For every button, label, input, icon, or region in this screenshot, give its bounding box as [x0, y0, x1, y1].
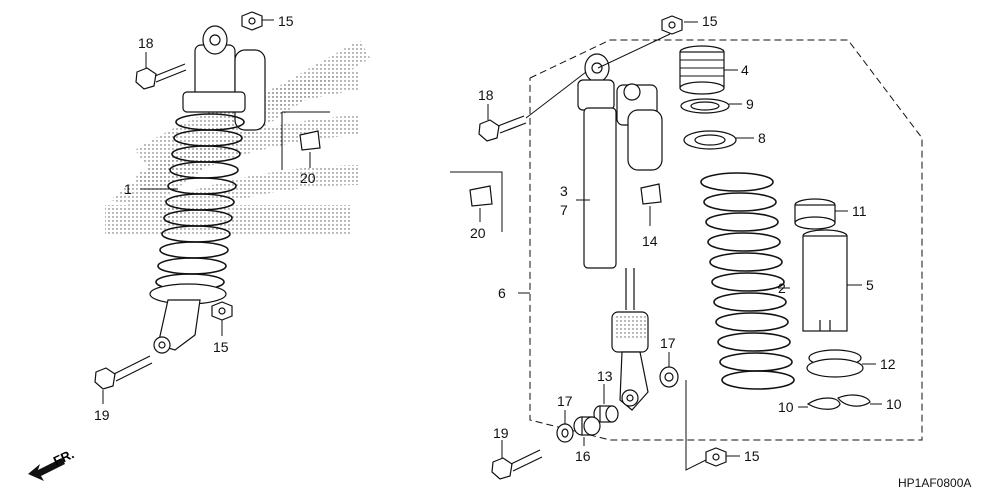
- callout-14: 14: [642, 233, 658, 249]
- callout-15: 15: [213, 339, 229, 355]
- assembly-boundary: [529, 39, 923, 441]
- flange-nut-bottom-right[interactable]: [705, 447, 727, 467]
- caution-label-right[interactable]: [469, 185, 493, 207]
- callout-8: 8: [758, 130, 766, 146]
- flange-bolt-bottom-right[interactable]: [491, 449, 543, 480]
- callout-12: 12: [880, 356, 896, 372]
- bushing-16[interactable]: [573, 416, 601, 436]
- callout-5: 5: [866, 277, 874, 293]
- caution-label-14[interactable]: [640, 183, 662, 205]
- callout-19: 19: [94, 407, 110, 423]
- lock-nut[interactable]: [680, 98, 730, 114]
- callout-20: 20: [470, 225, 486, 241]
- front-direction-indicator: FR.: [28, 446, 76, 481]
- dust-seal-17-left[interactable]: [556, 423, 574, 443]
- shock-spring[interactable]: [700, 172, 795, 390]
- shock-damper-body[interactable]: [577, 53, 663, 411]
- stopper-ring-right[interactable]: [837, 394, 871, 407]
- flange-bolt-bottom-left[interactable]: [94, 355, 153, 390]
- dust-guard-tube[interactable]: [802, 229, 848, 332]
- callout-17: 17: [557, 393, 573, 409]
- adjuster-nut[interactable]: [683, 130, 737, 150]
- callout-15: 15: [702, 13, 718, 29]
- front-arrow-icon: [28, 458, 65, 481]
- flange-nut-top-right[interactable]: [661, 15, 683, 35]
- bump-stopper[interactable]: [794, 198, 836, 230]
- callout-18: 18: [478, 87, 494, 103]
- caution-label-left[interactable]: [299, 130, 321, 151]
- flange-bolt-top-right[interactable]: [478, 115, 527, 142]
- callout-4: 4: [741, 62, 749, 78]
- callout-6: 6: [498, 285, 506, 301]
- callout-16: 16: [575, 448, 591, 464]
- dust-seal-17-right[interactable]: [659, 366, 679, 388]
- callout-10: 10: [778, 399, 794, 415]
- bushing-collar[interactable]: [593, 405, 619, 423]
- flange-bolt-top-left[interactable]: [135, 63, 187, 90]
- callout-18: 18: [138, 35, 154, 51]
- callout-15: 15: [744, 448, 760, 464]
- callout-3: 3: [560, 183, 568, 199]
- flange-nut-bottom-left[interactable]: [211, 301, 233, 321]
- callout-7: 7: [560, 202, 568, 218]
- spring-adjuster[interactable]: [679, 45, 725, 95]
- callout-10: 10: [886, 396, 902, 412]
- callout-2: 2: [778, 280, 786, 296]
- front-label: FR.: [51, 446, 76, 468]
- callout-9: 9: [746, 96, 754, 112]
- callout-11: 11: [852, 203, 867, 219]
- diagram-code: HP1AF0800A: [898, 476, 971, 490]
- callout-1: 1: [124, 181, 132, 197]
- stopper-ring-left[interactable]: [806, 397, 841, 410]
- callout-20: 20: [300, 170, 316, 186]
- callout-19: 19: [493, 425, 509, 441]
- lower-spring-seat[interactable]: [806, 349, 864, 378]
- rear-shock-assembly-left[interactable]: [149, 25, 266, 354]
- flange-nut-top-left[interactable]: [241, 11, 263, 31]
- callout-13: 13: [597, 368, 613, 384]
- callout-15: 15: [278, 13, 294, 29]
- callout-17: 17: [660, 335, 676, 351]
